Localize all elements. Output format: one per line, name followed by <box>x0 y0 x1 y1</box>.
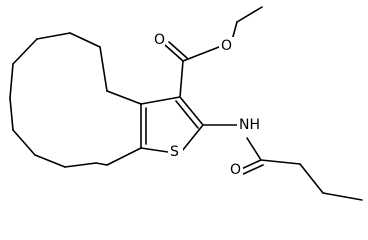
bond-ring-s-c2 <box>181 124 204 152</box>
ester-ether-oxygen-label: O <box>221 38 232 54</box>
bond-amide-c-o-double <box>240 164 264 176</box>
bond-nh-carbonyl <box>246 137 262 161</box>
bond-ethyl-ch2-ch3 <box>236 6 263 23</box>
bond-ring-c3-c3a <box>140 96 181 105</box>
bond-ester-c-o <box>182 46 220 62</box>
bond-ester-carbonyl-double <box>168 41 188 59</box>
bond-macro-3 <box>69 32 101 48</box>
amide-nitrogen-label: NH <box>239 117 260 133</box>
bond-ester-carbonyl <box>164 44 184 62</box>
structure-drawing: O O S NH O <box>9 6 363 201</box>
label-bg-ester-o1 <box>150 31 165 49</box>
bond-macro-10 <box>64 162 97 168</box>
bond-ring-c3-c2-double <box>175 100 199 129</box>
bond-ring-c7a-s <box>140 147 169 153</box>
bond-macro-2 <box>99 46 108 92</box>
bond-macro-4 <box>36 32 71 40</box>
bond-macro-7 <box>9 97 14 131</box>
amide-oxygen-label: O <box>230 162 241 178</box>
bond-macro-9 <box>34 154 66 168</box>
bond-ring-c3-c2 <box>179 96 204 126</box>
ester-carbonyl-oxygen-label: O <box>154 32 165 48</box>
bond-macro-6 <box>9 63 14 99</box>
thiophene-sulfur-label: S <box>170 144 179 160</box>
bond-macro-11 <box>95 162 108 166</box>
bond-macro-8 <box>12 129 36 156</box>
bond-macro-12 <box>106 147 142 166</box>
bond-macro-1 <box>106 90 142 105</box>
bond-amide-chain-1 <box>260 159 301 165</box>
bond-amide-chain-3 <box>322 192 363 201</box>
bond-ester-c-to-ring <box>179 60 184 98</box>
label-bg-amide-o <box>228 161 243 179</box>
molecule-diagram: O O S NH O <box>9 6 363 201</box>
label-bg-nh <box>237 116 263 134</box>
label-bg-sulfur <box>168 143 183 161</box>
label-bg-ester-o2 <box>219 37 234 55</box>
bond-amide-chain-2 <box>299 163 324 194</box>
bond-macro-5 <box>12 38 38 65</box>
